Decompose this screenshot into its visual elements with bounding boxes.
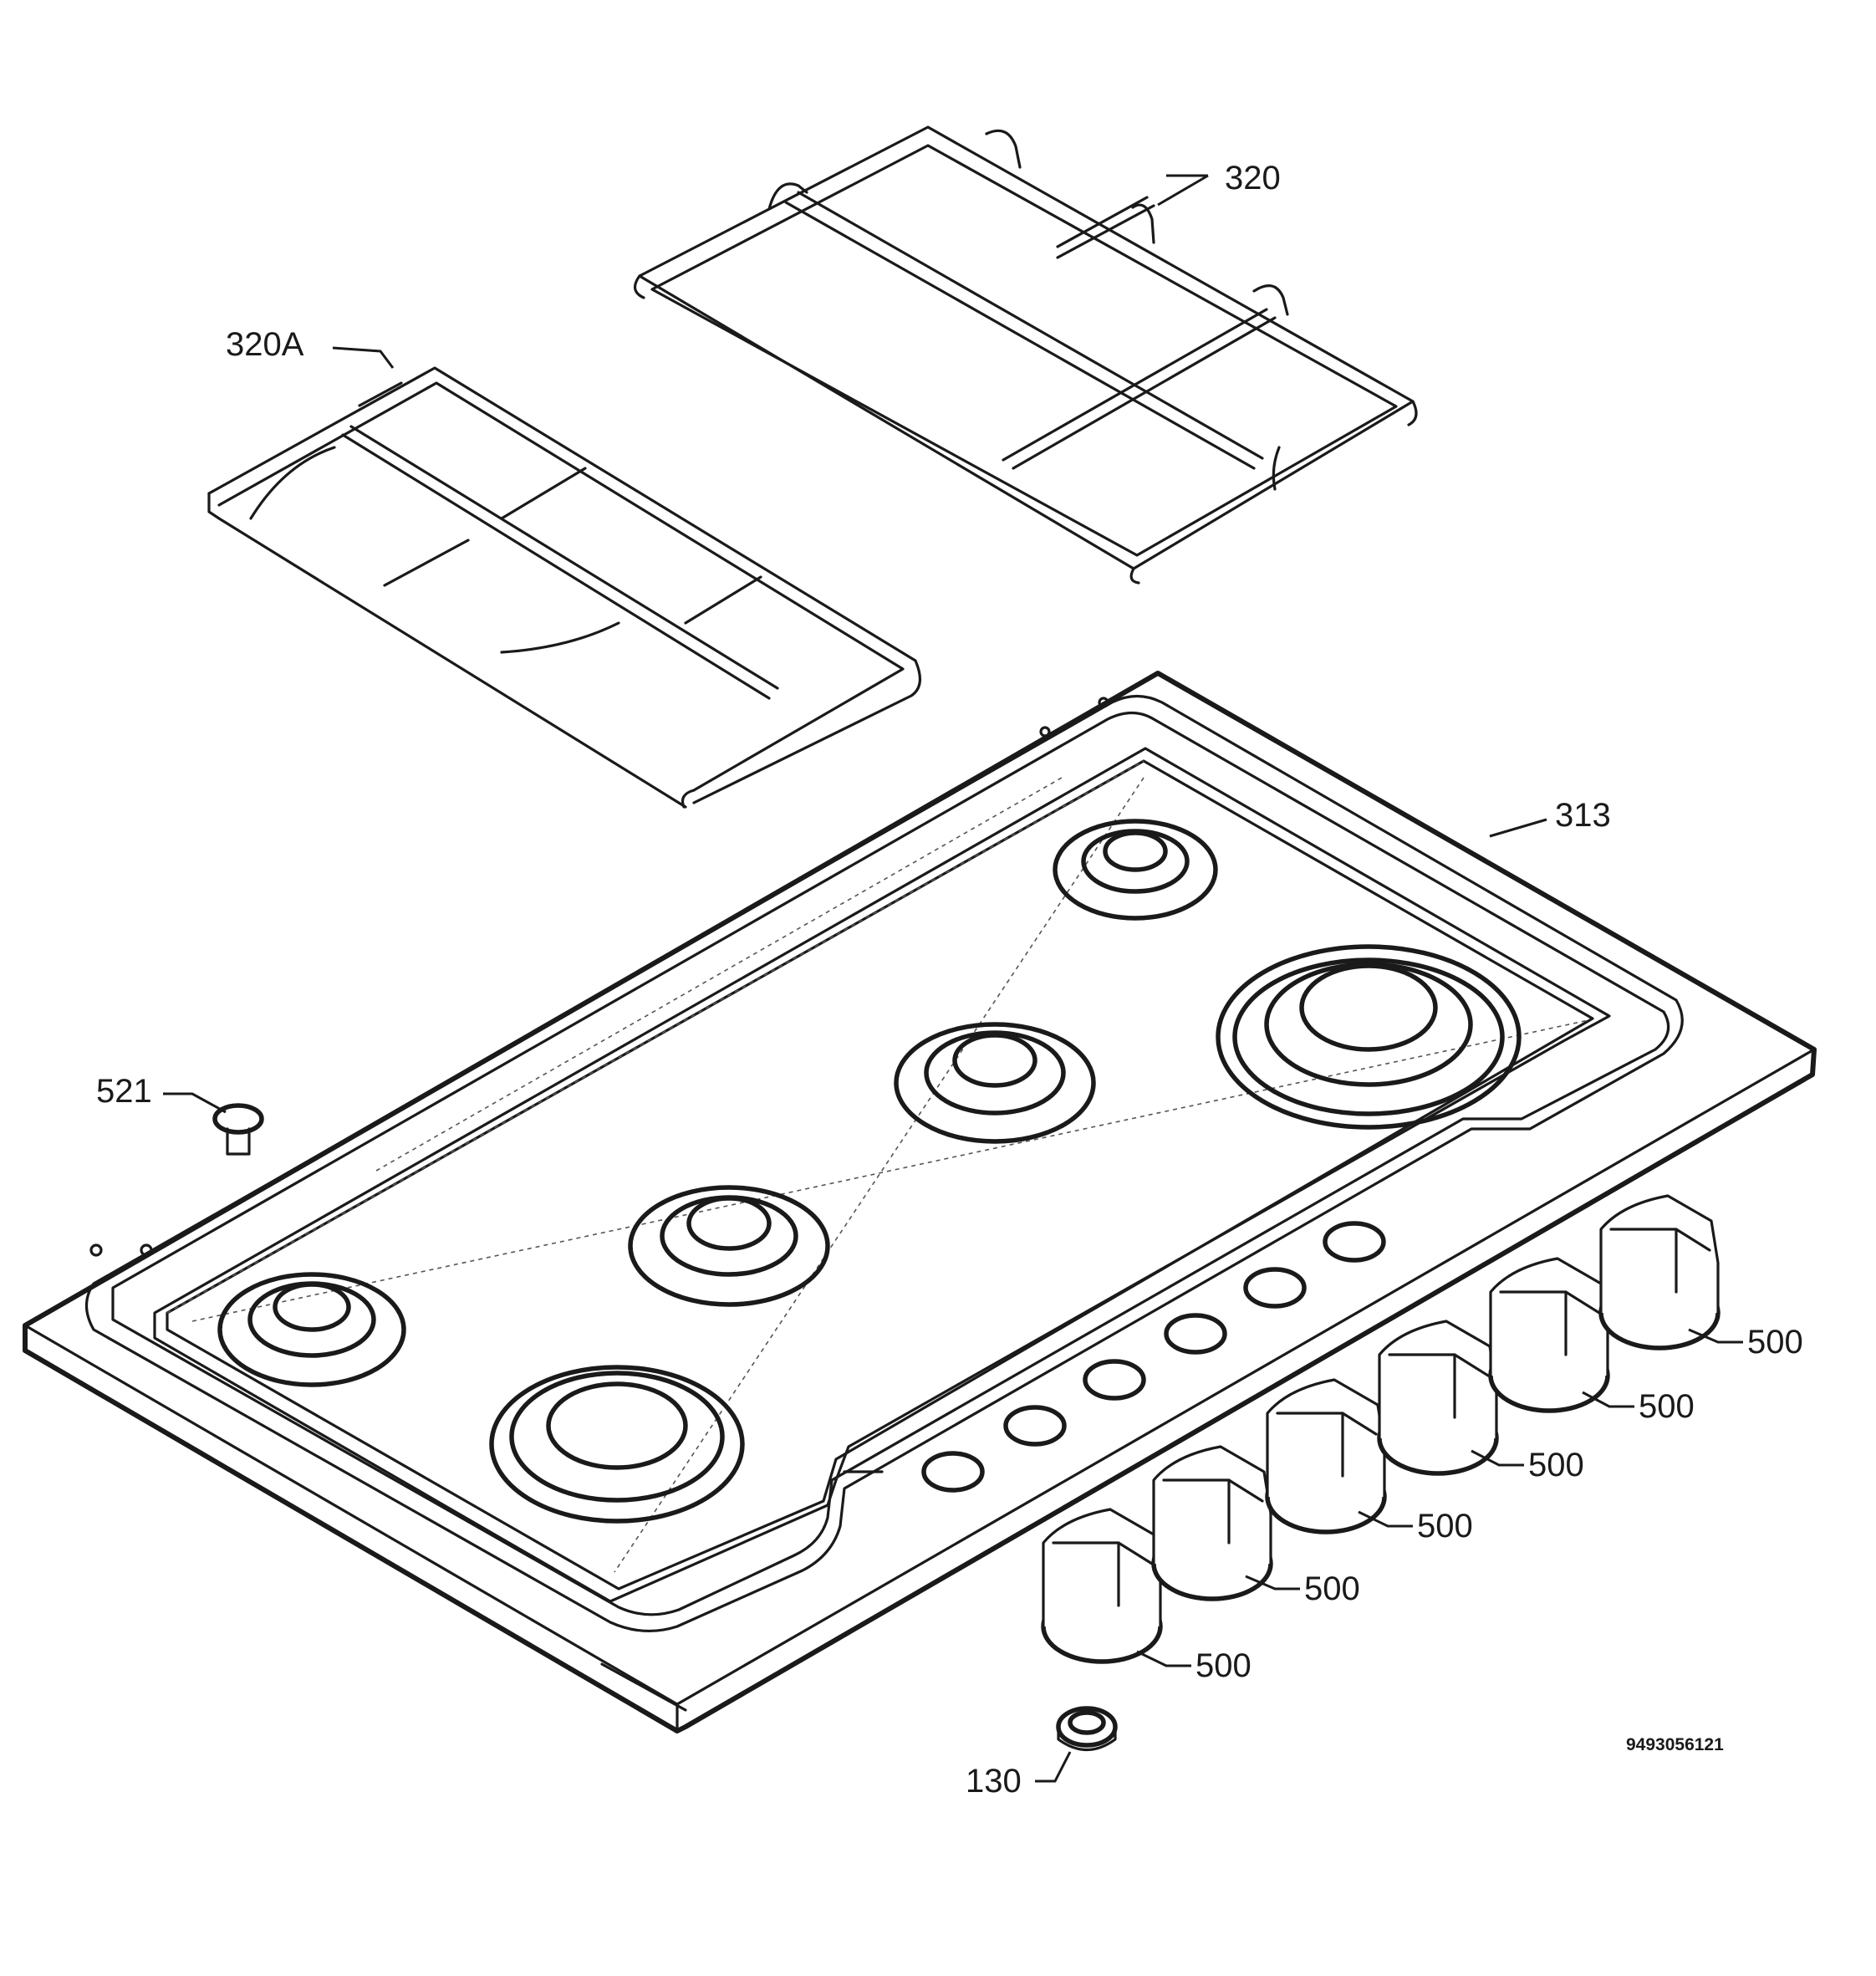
label-320a: 320A [226,326,304,363]
label-500-b: 500 [1639,1388,1695,1425]
label-320: 320 [1225,160,1281,197]
label-500-a: 500 [1747,1324,1803,1361]
knob-5 [1488,1257,1610,1413]
pan-support-grid-320 [634,125,1418,585]
label-500-c: 500 [1528,1447,1584,1483]
burner-rear-right [1053,819,1218,921]
label-500-f: 500 [1195,1647,1252,1684]
document-number: 9493056121 [1626,1735,1724,1754]
knob-holes [921,1221,1386,1493]
burner-left [217,1272,406,1387]
pan-support-grid-320a [207,366,921,809]
knob-2 [1151,1445,1273,1601]
label-313: 313 [1555,797,1611,834]
knob-3 [1265,1378,1387,1534]
burner-front-left-large [489,1365,745,1524]
label-500-d: 500 [1417,1508,1473,1545]
knob-1 [1041,1508,1163,1664]
label-130: 130 [966,1763,1022,1800]
leader-lines [163,174,1743,1783]
burner-front-mid [628,1185,830,1307]
bushing-130 [1056,1706,1118,1751]
label-500-e: 500 [1304,1570,1360,1607]
knob-6 [1598,1194,1721,1351]
hob-top-313 [23,671,1817,1733]
label-521: 521 [96,1073,152,1110]
burner-center [894,1022,1096,1144]
burner-wok [1216,944,1522,1130]
control-knobs-500 [1041,1194,1721,1664]
knob-4 [1377,1320,1499,1476]
fixing-bolt-521 [212,1103,264,1156]
